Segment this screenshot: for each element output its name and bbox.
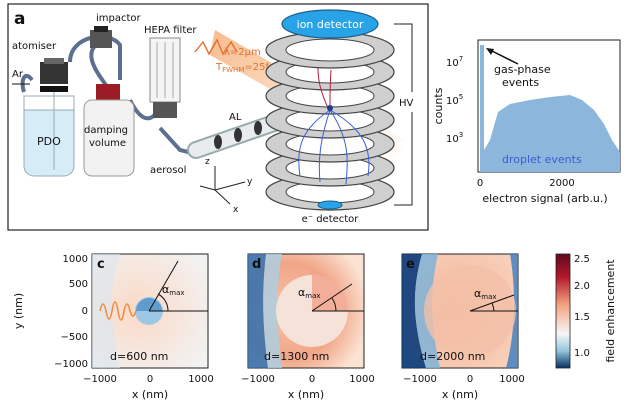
- hepa-filter: HEPA filter: [144, 25, 197, 118]
- damping-volume: damping volume: [83, 84, 135, 177]
- hv-label: HV: [399, 98, 414, 109]
- hepa-label: HEPA filter: [144, 25, 197, 36]
- alpha-label-c: αmax: [162, 283, 185, 297]
- map-e-xlabel: x (nm): [442, 388, 478, 401]
- map-c-xtick-1000: 1000: [188, 374, 213, 385]
- coordinate-axes: z y x: [199, 157, 253, 215]
- map-d-xtick-0: 0: [309, 374, 315, 385]
- panel-b-xlabel: electron signal (arb.u.): [482, 192, 607, 205]
- histogram: [480, 45, 620, 172]
- damping-label-2: volume: [89, 138, 126, 149]
- e-detector: [317, 200, 343, 210]
- diameter-e: d=2000 nm: [420, 350, 485, 363]
- map-e: αmax e d=2000 nm: [401, 253, 519, 369]
- map-ytick-0: 0: [82, 306, 88, 317]
- alpha-label-d: αmax: [298, 286, 321, 300]
- xtick-0: 0: [477, 178, 483, 189]
- map-c-xtick-0: 0: [147, 374, 153, 385]
- colorbar: 2.5 2.0 1.5 1.0 field enhancement: [555, 253, 617, 369]
- map-axes: 1000 500 0 −500 −1000 y (nm) −1000 0 100…: [12, 254, 525, 401]
- map-d-xtick-1000: 1000: [349, 374, 374, 385]
- map-ytick-m1000: −1000: [54, 359, 88, 370]
- impactor-label: impactor: [96, 13, 142, 24]
- map-ytick-m500: −500: [61, 332, 88, 343]
- colorbar-label: field enhancement: [604, 259, 617, 363]
- pdo-label: PDO: [37, 135, 61, 148]
- laser-pulse: [194, 38, 238, 56]
- impactor: impactor: [90, 13, 142, 48]
- map-ytick-500: 500: [69, 279, 88, 290]
- pulse-c: [99, 301, 137, 321]
- map-d-xtick-m1000: −1000: [241, 374, 275, 385]
- cbar-tick-2.5: 2.5: [574, 254, 590, 265]
- damping-label-1: damping: [84, 125, 128, 136]
- ytick-1e7: 107: [446, 55, 463, 69]
- map-e-xtick-0: 0: [467, 374, 473, 385]
- axis-z-label: z: [205, 157, 210, 167]
- map-d-xlabel: x (nm): [288, 388, 324, 401]
- hv-wire: [394, 23, 413, 206]
- map-ytick-1000: 1000: [63, 254, 88, 265]
- spectrometer-stack: [265, 31, 395, 211]
- panel-a: a atomiser Ar PDO impactor: [7, 3, 429, 231]
- ytick-1e5: 105: [446, 93, 463, 107]
- aerosol-label: aerosol: [150, 165, 186, 176]
- panel-b-ylabel: counts: [432, 87, 445, 124]
- atomiser-body: [40, 62, 68, 84]
- ion-detector: [281, 9, 379, 39]
- panel-b: b gas-phase events droplet events 103 10…: [432, 39, 621, 205]
- map-e-xtick-1000: 1000: [499, 374, 524, 385]
- panel-e-label: e: [406, 257, 415, 272]
- axis-y-label: y: [247, 177, 253, 187]
- map-c-xtick-m1000: −1000: [83, 374, 117, 385]
- axis-x-label: x: [233, 205, 239, 215]
- cbar-tick-1.5: 1.5: [574, 312, 590, 323]
- panel-a-label: a: [14, 9, 25, 29]
- al-label: AL: [229, 112, 242, 123]
- gas-phase-label-2: events: [502, 76, 539, 89]
- pdo-bottle: PDO: [23, 92, 75, 177]
- alpha-label-e: αmax: [474, 287, 497, 301]
- map-c: αmax c d=600 nm: [91, 253, 209, 369]
- tfwhm-label: T: [215, 62, 223, 73]
- ar-label: Ar: [12, 69, 24, 80]
- lambda-label: λ=2µm: [224, 47, 261, 58]
- ytick-1e3: 103: [446, 131, 463, 145]
- diameter-d: d=1300 nm: [264, 350, 329, 363]
- droplet-events-label: droplet events: [502, 153, 582, 166]
- cbar-tick-2.0: 2.0: [574, 281, 590, 292]
- cbar-tick-1.0: 1.0: [574, 348, 590, 359]
- map-e-xtick-m1000: −1000: [403, 374, 437, 385]
- svg-text:TFWHM=25fs: TFWHM=25fs: [215, 62, 274, 74]
- diameter-c: d=600 nm: [110, 350, 168, 363]
- ion-detector-label: ion detector: [297, 18, 364, 31]
- xtick-2000: 2000: [549, 178, 574, 189]
- map-d: αmax d d=1300 nm: [247, 253, 365, 369]
- panel-c-label: c: [97, 257, 105, 272]
- e-detector-label: e⁻ detector: [302, 214, 360, 225]
- map-c-xlabel: x (nm): [132, 388, 168, 401]
- atomiser-label: atomiser: [12, 41, 57, 52]
- map-ylabel: y (nm): [12, 293, 25, 329]
- gas-phase-label-1: gas-phase: [494, 63, 551, 76]
- panel-d-label: d: [252, 257, 261, 272]
- tube-ar-in: [20, 73, 34, 93]
- trajectories: [298, 67, 370, 185]
- gas-phase-arrow: [489, 49, 519, 65]
- atomiser: atomiser Ar: [12, 41, 68, 92]
